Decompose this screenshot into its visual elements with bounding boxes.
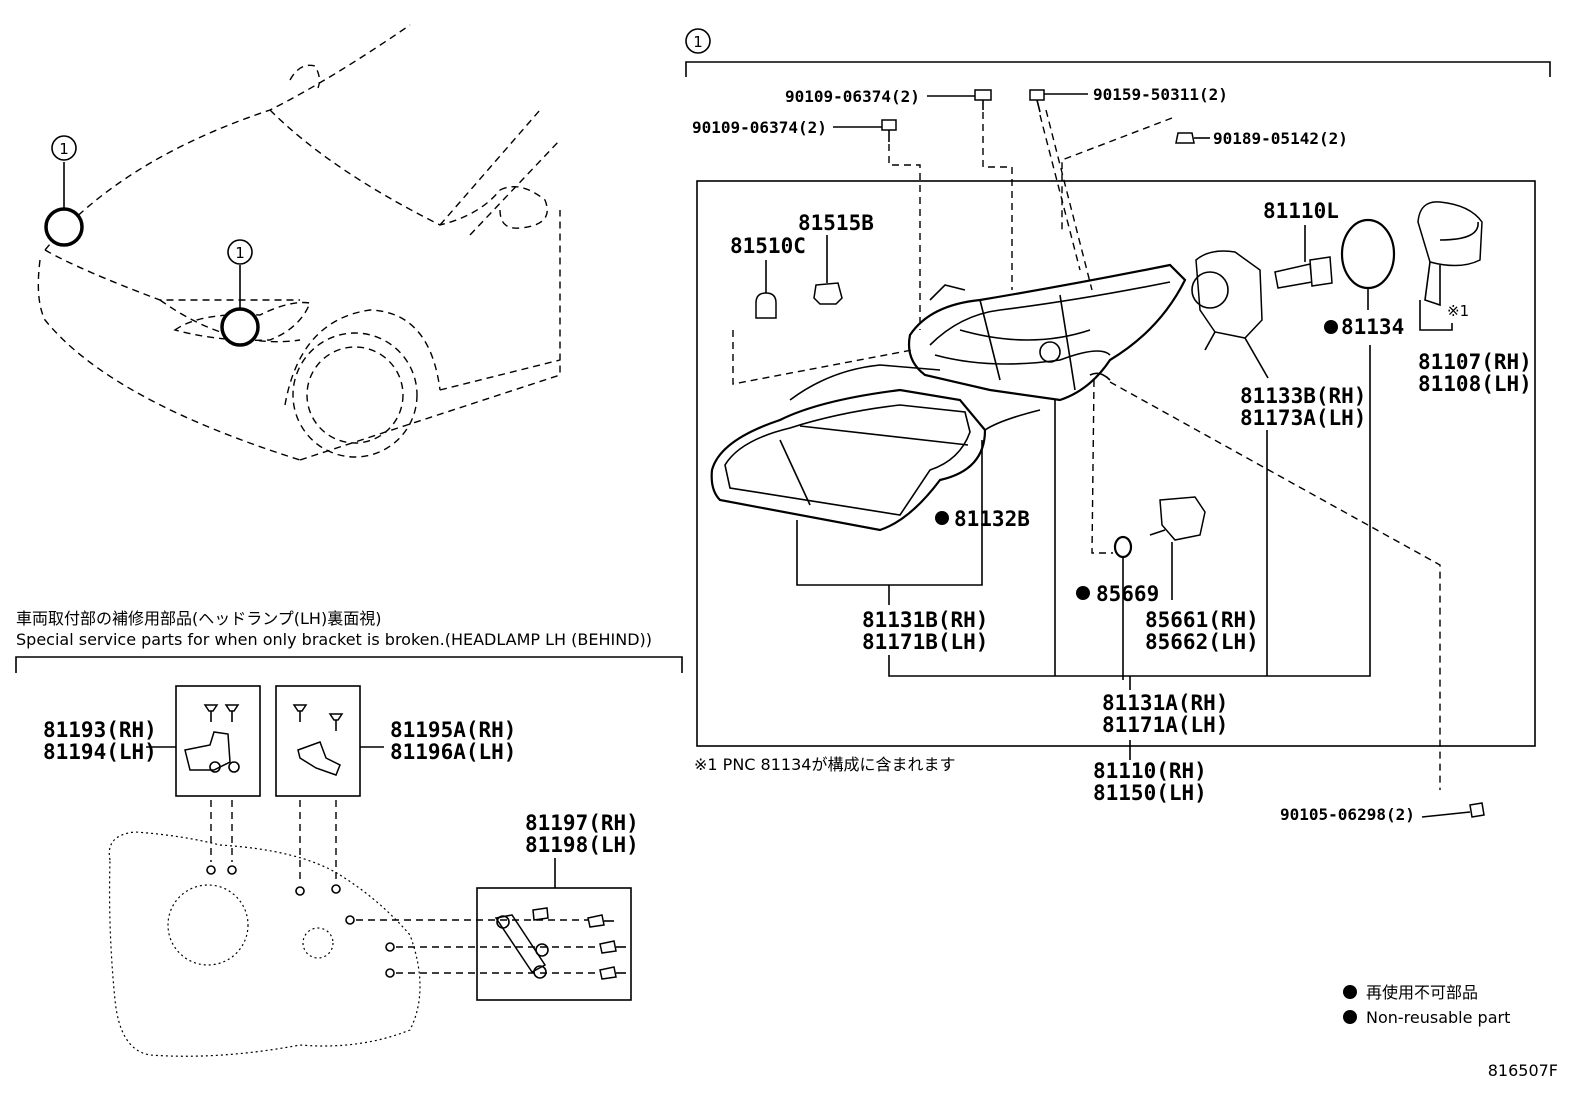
label-81194: 81194(LH) [43,740,157,764]
nonreusable-dot-81134 [1324,320,1338,334]
bracket-box-81193 [175,685,261,797]
label-81133B: 81133B(RH) [1240,384,1366,408]
footnote-x1: ※1 PNC 81134が構成に含まれます [694,755,955,774]
discharge-bulb [1274,225,1333,289]
projector-unit [1191,250,1269,379]
label-81510C: 81510C [730,234,806,258]
label-81132B: 81132B [954,507,1030,531]
label-90189: 90189-05142(2) [1213,129,1348,148]
label-90105: 90105-06298(2) [1280,805,1415,824]
legend-text-en: Non-reusable part [1366,1008,1510,1027]
label-90159: 90159-50311(2) [1093,85,1228,104]
nonreusable-dot-81132B [935,511,949,525]
bulb-and-socket [732,235,913,385]
callout-1-left: 1 [59,140,69,158]
label-ref-x1: ※1 [1447,302,1469,320]
label-81150: 81150(LH) [1093,781,1207,805]
vehicle-front-sketch: 1 1 [37,24,561,461]
special-parts-title-en: Special service parts for when only brac… [16,630,652,649]
label-85662: 85662(LH) [1145,630,1259,654]
special-parts-title-jp: 車両取付部の補修用部品(ヘッドランプ(LH)裏面視) [16,609,381,628]
label-85669: 85669 [1096,582,1159,606]
label-81197: 81197(RH) [525,811,639,835]
bracket-box-81197 [476,887,632,1001]
label-81107: 81107(RH) [1418,350,1532,374]
headlamp-assembly-group: 1 [685,28,1551,747]
label-81193: 81193(RH) [43,718,157,742]
label-81515B: 81515B [798,211,874,235]
diagram-id: 816507F [1488,1061,1558,1080]
ballast-cover [1417,201,1483,331]
bracket-box-81195 [275,685,361,797]
label-81110: 81110(RH) [1093,759,1207,783]
label-81131A: 81131A(RH) [1102,691,1228,715]
label-81110L: 81110L [1263,199,1339,223]
top-fasteners [833,89,1210,330]
legend-dot-en [1343,1010,1357,1024]
right-headlamp-marker [220,307,260,347]
nonreusable-dot-85669 [1076,586,1090,600]
leader-lines [796,345,1485,818]
label-81134: 81134 [1341,315,1404,339]
label-81108: 81108(LH) [1418,372,1532,396]
label-81198: 81198(LH) [525,833,639,857]
legend-text-jp: 再使用不可部品 [1366,983,1478,1002]
label-81131B: 81131B(RH) [862,608,988,632]
legend-dot-jp [1343,985,1357,999]
callout-1-right: 1 [235,244,245,262]
label-81171B: 81171B(LH) [862,630,988,654]
headlamp-housing [710,263,1187,532]
label-90109-upper: 90109-06374(2) [785,87,920,106]
assembly-frame [696,180,1536,747]
label-81171A: 81171A(LH) [1102,713,1228,737]
label-81195A: 81195A(RH) [390,718,516,742]
left-headlamp-marker [44,207,84,247]
label-81196A: 81196A(LH) [390,740,516,764]
label-90109-lower: 90109-06374(2) [692,118,827,137]
special-parts-group [108,685,632,1057]
ballast-unit [1091,379,1206,680]
label-81173A: 81173A(LH) [1240,406,1366,430]
callout-1-assembly: 1 [693,33,703,51]
o-ring-81134 [1340,218,1396,290]
label-85661: 85661(RH) [1145,608,1259,632]
